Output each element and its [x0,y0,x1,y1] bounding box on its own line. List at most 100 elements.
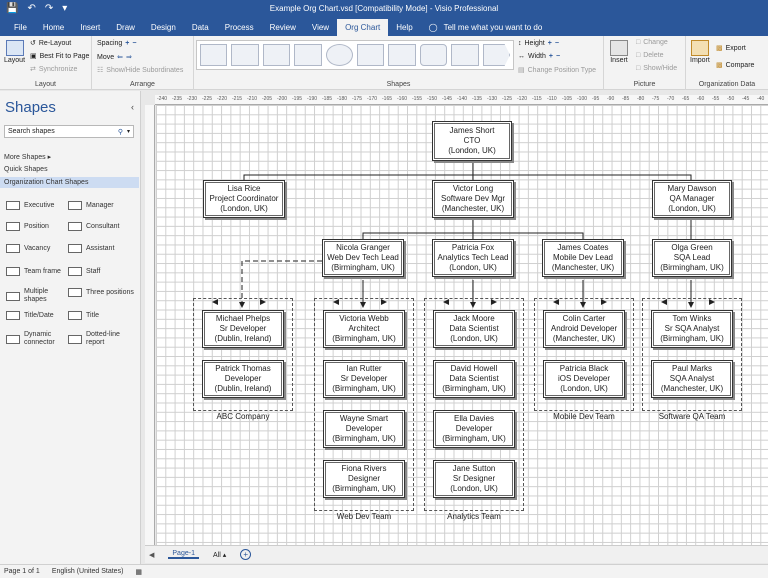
tab-draw[interactable]: Draw [116,23,135,32]
page-nav-left-icon[interactable]: ◀ [149,551,155,559]
team-frame-web-dev[interactable] [314,298,414,511]
gallery-shape[interactable] [262,44,291,66]
gallery-shape[interactable] [388,44,416,66]
height-control[interactable]: ↕Height+− [518,40,559,47]
team-frame-abc[interactable] [193,298,293,411]
tell-me-box[interactable]: ◯ Tell me what you want to do [429,23,543,32]
width-control[interactable]: ↔Width+− [518,53,561,60]
search-icon[interactable]: ⚲ [117,129,123,136]
gallery-shape[interactable] [451,44,479,66]
stencil-item-three-positions[interactable]: Three positions [68,288,138,297]
compare-button[interactable]: ▩Compare [716,61,755,70]
customize-qat-icon[interactable]: ▾ [62,3,68,14]
import-button[interactable]: Import [690,40,710,64]
collapse-pane-icon[interactable]: ‹ [131,102,134,112]
change-position-type-button[interactable]: ▤Change Position Type [518,66,596,75]
plus-icon[interactable]: + [547,40,552,47]
macro-icon[interactable]: ▦ [135,568,143,576]
minus-icon[interactable]: − [132,40,137,47]
gallery-shape[interactable] [357,44,385,66]
plus-icon[interactable]: + [548,53,553,60]
insert-picture-button[interactable]: Insert [610,40,628,64]
stencil-item-title-date[interactable]: Title/Date [6,311,66,320]
team-frame-mobile[interactable] [534,298,634,411]
more-shapes-menu[interactable]: More Shapes ▸ [4,154,52,161]
tab-file[interactable]: File [14,23,27,32]
gallery-shape[interactable] [200,44,228,66]
stencil-item-dotted-line-report[interactable]: Dotted-line report [68,331,138,347]
stencil-item-assistant[interactable]: Assistant [68,244,138,253]
stencil-item-consultant[interactable]: Consultant [68,222,138,231]
team-frame-qa[interactable] [642,298,742,411]
tab-help[interactable]: Help [396,23,413,32]
page-tab-page1[interactable]: Page-1 [168,550,199,559]
stencil-org-chart-shapes[interactable]: Organization Chart Shapes [0,177,139,188]
layout-button[interactable]: Layout [4,40,25,64]
show-hide-subordinates-button[interactable]: ☷Show/Hide Subordinates [97,66,184,75]
stencil-item-staff[interactable]: Staff [68,267,138,276]
tab-design[interactable]: Design [150,23,176,32]
stencil-item-dynamic-connector[interactable]: Dynamic connector [6,331,66,347]
tab-view[interactable]: View [311,23,330,32]
spacing-control[interactable]: Spacing+− [97,40,137,47]
stencil-item-title[interactable]: Title [68,311,138,320]
add-page-icon[interactable]: + [240,549,252,560]
stencil-item-manager[interactable]: Manager [68,201,138,210]
tab-org-chart[interactable]: Org Chart [337,19,389,36]
tab-home[interactable]: Home [42,23,65,32]
gallery-shape[interactable] [325,44,354,66]
relayout-button[interactable]: ↺Re-Layout [30,39,72,48]
plus-icon[interactable]: + [125,40,130,47]
tab-review[interactable]: Review [269,23,296,32]
quick-shapes-item[interactable]: Quick Shapes [4,166,48,173]
team-frame-analytics[interactable] [424,298,524,511]
shape-style-gallery[interactable] [196,40,514,70]
undo-icon[interactable]: ↶ [27,3,36,14]
minus-icon[interactable]: − [554,40,559,47]
gallery-shape[interactable] [231,44,259,66]
best-fit-button[interactable]: ▣Best Fit to Page [30,52,90,61]
gallery-shape[interactable] [294,44,322,66]
search-options-icon[interactable]: ▾ [126,129,130,135]
tab-process[interactable]: Process [224,23,254,32]
search-shapes-input[interactable]: Search shapes ⚲ ▾ [4,125,134,138]
show-hide-picture-button[interactable]: □Show/Hide [636,65,678,72]
gallery-shape[interactable] [482,44,511,66]
page-count-status[interactable]: Page 1 of 1 [4,568,40,575]
tab-data[interactable]: Data [191,23,209,32]
redo-icon[interactable]: ↷ [44,3,54,14]
all-pages-tab[interactable]: All ▴ [212,551,227,559]
language-status[interactable]: English (United States) [51,568,124,575]
change-picture-button[interactable]: □Change [636,39,668,46]
drawing-canvas[interactable]: ABC Company Web Dev Team Analytics Team … [156,105,768,545]
move-control[interactable]: Move⇐⇒ [97,53,132,62]
stencil-item-vacancy[interactable]: Vacancy [6,244,66,253]
stencil-item-team-frame[interactable]: Team frame [6,267,66,276]
save-icon[interactable]: 💾 [6,3,19,14]
minus-icon[interactable]: − [556,53,561,60]
stencil-item-executive[interactable]: Executive [6,201,66,210]
stencil-item-position[interactable]: Position [6,222,66,231]
move-left-icon[interactable]: ⇐ [117,54,123,61]
